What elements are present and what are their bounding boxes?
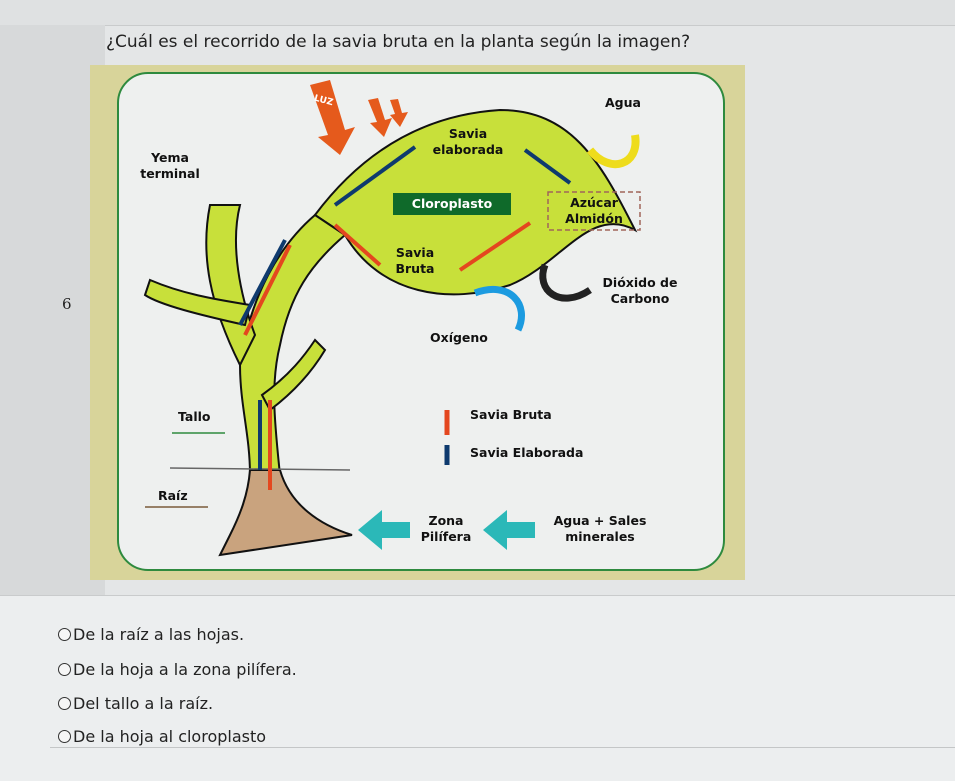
answer-options (0, 595, 955, 781)
plant-sap-diagram: LUZ Agua Savia elaborada Yema terminal C… (90, 65, 745, 580)
oxigeno-label: Oxígeno (430, 330, 488, 345)
agua-label: Agua (605, 95, 641, 110)
zona-arrow (358, 510, 410, 550)
savia-bruta-arrow (243, 244, 292, 336)
radio-button[interactable] (58, 697, 71, 710)
azucar-label: Azúcar (570, 195, 618, 210)
branch (260, 338, 327, 412)
legend-savia-elaborada: Savia Elaborada (470, 445, 584, 460)
option-label: De la hoja al cloroplasto (73, 727, 267, 746)
radio-button[interactable] (58, 628, 71, 641)
light-arrow (390, 99, 408, 127)
savia-elaborada-arrow (333, 145, 417, 207)
savia-bruta-arrow (458, 221, 532, 272)
agua-arrow (586, 134, 640, 169)
legend-savia-bruta: Savia Bruta (470, 407, 552, 422)
radio-button[interactable] (58, 730, 71, 743)
oxygen-arrow (473, 285, 525, 332)
savia-elaborada-arrow (238, 239, 287, 326)
question-number: 6 (62, 295, 72, 313)
diagram-graphics (117, 72, 725, 571)
savia-elaborada-arrow (523, 148, 572, 185)
yema-terminal-label: Yema terminal (140, 150, 200, 181)
savia-bruta-leaf-label: Savia Bruta (395, 245, 435, 276)
tallo-label: Tallo (178, 409, 211, 424)
option-label: Del tallo a la raíz. (73, 694, 214, 713)
option-4[interactable]: De la hoja al cloroplasto (58, 727, 266, 746)
question-title: ¿Cuál es el recorrido de la savia bruta … (106, 32, 691, 52)
option-2[interactable]: De la hoja a la zona pilífera. (58, 660, 297, 679)
azucar-box (547, 191, 641, 231)
cloroplasto-label: Cloroplasto (393, 193, 511, 215)
option-label: De la hoja a la zona pilífera. (73, 660, 297, 679)
branch (143, 278, 252, 327)
radio-button[interactable] (58, 663, 71, 676)
luz-arrow (310, 80, 355, 155)
almidon-label: Almidón (565, 211, 623, 226)
option-1[interactable]: De la raíz a las hojas. (58, 625, 244, 644)
question-number-strip (0, 25, 105, 595)
divider (50, 747, 955, 748)
savia-elaborada-label: Savia elaborada (432, 126, 504, 157)
savia-bruta-arrow (333, 223, 382, 267)
agua-sales-label: Agua + Sales minerales (553, 513, 647, 544)
raiz-label: Raíz (158, 488, 188, 503)
zona-pilifera-label: Zona Pilífera (420, 513, 472, 544)
option-3[interactable]: Del tallo a la raíz. (58, 694, 213, 713)
agua-sales-arrow (483, 510, 535, 550)
top-bar (0, 0, 955, 25)
co2-arrow (539, 263, 592, 302)
root (218, 469, 353, 557)
option-label: De la raíz a las hojas. (73, 625, 245, 644)
dioxido-carbono-label: Dióxido de Carbono (602, 275, 678, 306)
light-arrow (368, 98, 392, 137)
